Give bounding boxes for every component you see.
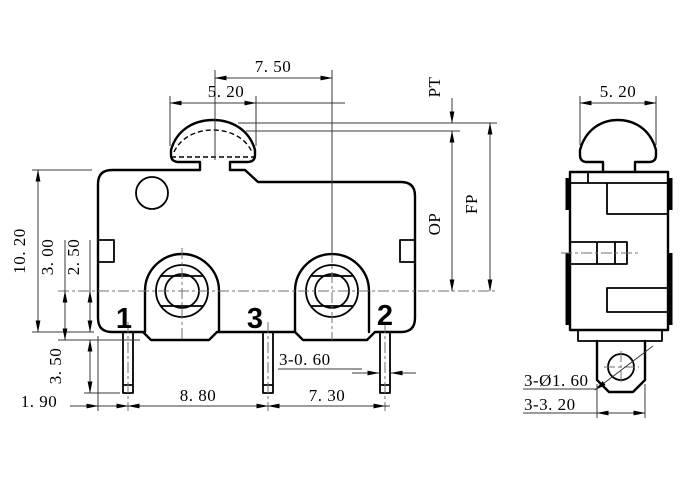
- dim-operating-position: OP: [425, 213, 444, 236]
- dim-button-width: 5. 20: [600, 82, 637, 101]
- dim-terminal-thickness: 3-0. 60: [279, 350, 331, 369]
- dim-terminal-hole: 3-Ø1. 60: [524, 371, 588, 390]
- terminal-tab-outline: [595, 339, 647, 394]
- dim-t1-to-t3: 8. 80: [180, 386, 217, 405]
- terminal-slot-grid: [570, 241, 628, 265]
- front-view-dimensions: 7. 50 5. 20 PT OP FP 10. 20 3. 00 2. 50: [10, 57, 497, 411]
- dim-terminal-width: 3-3. 20: [524, 395, 576, 414]
- switch-body-outline: [568, 170, 670, 332]
- dim-body-height: 10. 20: [10, 228, 29, 274]
- side-view: [561, 118, 673, 394]
- dim-edge-to-t1: 1. 90: [21, 392, 58, 411]
- mounting-hole-right: [293, 252, 371, 340]
- terminal-pin-1: [122, 322, 134, 411]
- dim-hole-to-foot: 3. 00: [38, 239, 57, 276]
- terminal-label-2: 2: [377, 300, 393, 332]
- inner-step-upper: [606, 183, 668, 215]
- terminal-pin-2: [379, 322, 391, 411]
- terminal-label-1: 1: [116, 303, 132, 335]
- side-view-dimensions: 5. 20 3-Ø1. 60 3-3. 20: [523, 82, 657, 418]
- dim-hole-to-bottom: 2. 50: [64, 239, 83, 276]
- bottom-flange: [577, 330, 663, 342]
- left-side-tab: [98, 239, 115, 263]
- terminal-label-3: 3: [247, 303, 263, 335]
- plunger-button-outline: [578, 118, 658, 174]
- switch-body-outline: [96, 168, 417, 342]
- dim-pretravel: PT: [425, 76, 444, 97]
- plunger-button-outline: [169, 118, 257, 172]
- dim-terminal-length: 3. 50: [46, 348, 65, 385]
- terminal-pin-3: [262, 322, 274, 411]
- dim-t3-to-t2: 7. 30: [309, 386, 346, 405]
- right-side-tab: [399, 239, 415, 263]
- inner-step-lower: [606, 287, 668, 313]
- hole-leader-line: [594, 345, 654, 391]
- dim-free-position: FP: [462, 194, 481, 214]
- dim-button-to-hole: 7. 50: [255, 57, 292, 76]
- dim-button-width: 5. 20: [208, 82, 245, 101]
- front-view: 1 3 2: [58, 118, 497, 411]
- plunger-pressed-dashed-arc: [173, 129, 253, 153]
- mounting-hole-left: [143, 248, 221, 340]
- pivot-hole: [135, 176, 169, 210]
